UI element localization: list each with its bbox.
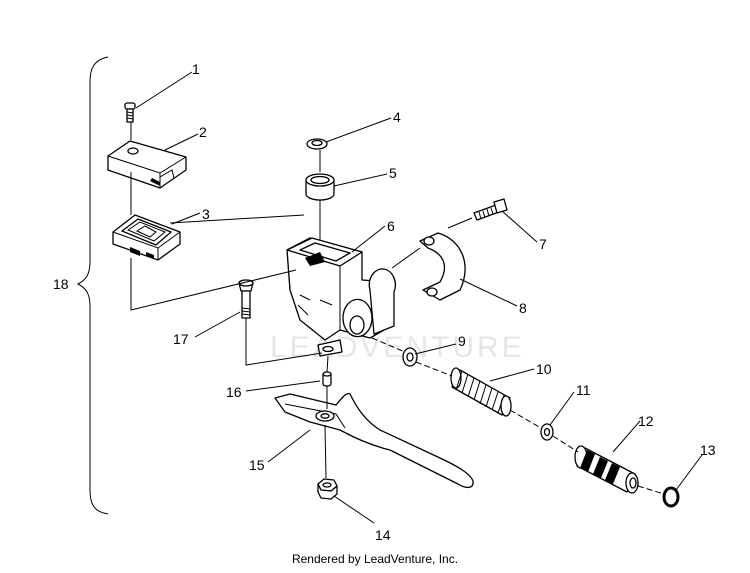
part-1-screw	[124, 102, 136, 123]
part-4-oring	[306, 138, 328, 150]
part-12-piston	[574, 445, 639, 494]
callout-1: 1	[192, 61, 200, 77]
callout-5: 5	[389, 165, 397, 181]
part-9-washer	[402, 347, 418, 367]
assembly-lines	[130, 122, 665, 495]
part-7-bolt	[473, 198, 508, 221]
callout-17: 17	[173, 331, 189, 347]
callout-4: 4	[393, 109, 401, 125]
watermark-text: LEADVENTURE	[270, 331, 525, 364]
part-14-nut	[317, 478, 338, 500]
callout-labels: 1 2 3 4 5 6 7 8 9 10 11 12 13 14 15 16 1…	[53, 61, 716, 543]
part-3-diaphragm	[112, 214, 181, 261]
callout-7: 7	[539, 236, 547, 252]
part-10-spring	[450, 367, 512, 417]
callout-16: 16	[226, 384, 242, 400]
callout-18: 18	[53, 276, 69, 292]
callout-3: 3	[202, 206, 210, 222]
footer-credit: Rendered by LeadVenture, Inc.	[291, 552, 459, 566]
part-16-bushing	[322, 371, 332, 387]
part-6-master-cylinder	[286, 237, 396, 357]
callout-9: 9	[458, 333, 466, 349]
callout-6: 6	[387, 218, 395, 234]
part-17-pivot-bolt	[238, 279, 254, 319]
callout-8: 8	[519, 300, 527, 316]
callout-2: 2	[199, 124, 207, 140]
callout-14: 14	[375, 527, 391, 543]
part-15-lever	[274, 392, 474, 489]
callout-11: 11	[576, 382, 591, 398]
part-11-washer	[540, 423, 554, 441]
part-2-reservoir-cover	[107, 140, 187, 189]
part-8-clamp	[419, 232, 466, 301]
callout-10: 10	[536, 361, 552, 377]
callout-12: 12	[638, 413, 654, 429]
leader-lines	[135, 71, 703, 524]
part-13-oring	[662, 486, 680, 508]
callout-15: 15	[249, 457, 265, 473]
callout-13: 13	[700, 442, 716, 458]
part-5-sleeve	[305, 173, 335, 201]
assembly-bracket	[76, 56, 109, 515]
